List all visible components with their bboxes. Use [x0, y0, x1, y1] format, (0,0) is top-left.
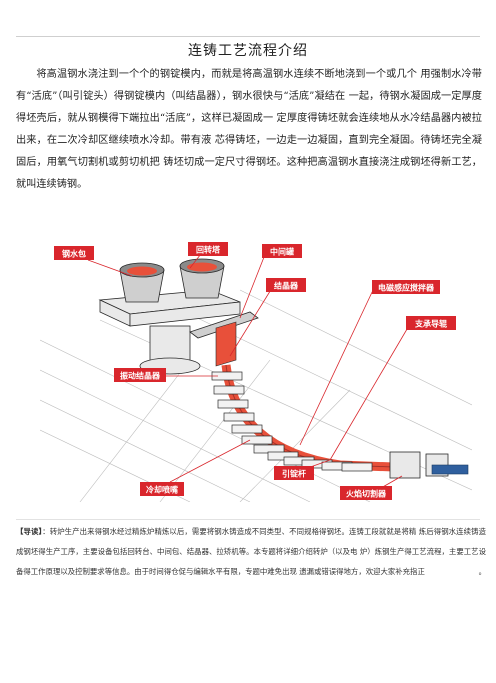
leader-lines — [87, 249, 411, 493]
guide-lead: 【导读】 — [16, 527, 43, 536]
svg-text:结晶器: 结晶器 — [274, 281, 299, 291]
label-turret: 回转塔 — [188, 242, 228, 256]
svg-text:振动结晶器: 振动结晶器 — [120, 371, 161, 381]
guide-rule — [16, 519, 480, 520]
label-spray: 冷却喷嘴 — [140, 482, 184, 496]
label-mold: 结晶器 — [266, 278, 306, 292]
svg-text:支承导辊: 支承导辊 — [414, 319, 447, 329]
label-dummy-bar: 引锭杆 — [274, 466, 314, 480]
svg-text:电磁感应搅拌器: 电磁感应搅拌器 — [378, 283, 435, 293]
guide-tail: 。 — [478, 567, 486, 576]
svg-text:中间罐: 中间罐 — [270, 247, 294, 257]
ladle-right — [179, 258, 225, 299]
label-ladle: 钢水包 — [54, 246, 94, 260]
label-osc-mold: 振动结晶器 — [114, 368, 166, 382]
svg-text:引锭杆: 引锭杆 — [282, 469, 306, 479]
roller-segments — [211, 371, 373, 472]
svg-text:火焰切割器: 火焰切割器 — [346, 489, 387, 499]
tundish — [189, 311, 259, 367]
svg-text:冷却喷嘴: 冷却喷嘴 — [146, 485, 178, 495]
svg-text:回转塔: 回转塔 — [196, 245, 221, 255]
turret-frame — [98, 289, 241, 375]
svg-text:钢水包: 钢水包 — [62, 249, 86, 259]
guide-body: ：转炉生产出来得钢水经过精炼炉精炼以后，需要将钢水铸造成不同类型、不同规格得钢坯… — [16, 527, 486, 576]
ladle-left — [119, 262, 165, 303]
header-rule — [16, 36, 480, 37]
label-tundish: 中间罐 — [262, 244, 302, 258]
guide-paragraph: 【导读】：转炉生产出来得钢水经过精炼炉精炼以后，需要将钢水铸造成不同类型、不同规… — [16, 522, 486, 582]
cut-slab — [431, 464, 469, 475]
label-stirrer: 电磁感应搅拌器 — [372, 280, 440, 294]
continuous-casting-diagram: 钢水包 回转塔 中间罐 结晶器 电磁感应搅拌器 支承导辊 振动结晶器 冷却喷嘴 — [40, 242, 472, 502]
label-support: 支承导辊 — [406, 316, 456, 330]
label-torch: 火焰切割器 — [340, 486, 392, 500]
page-title: 连铸工艺流程介绍 — [188, 43, 308, 59]
intro-paragraph: 将高温钢水浇注到一个个的钢锭模内，而就是将高温钢水连续不断地浇到一个或几个 用强… — [16, 69, 482, 190]
